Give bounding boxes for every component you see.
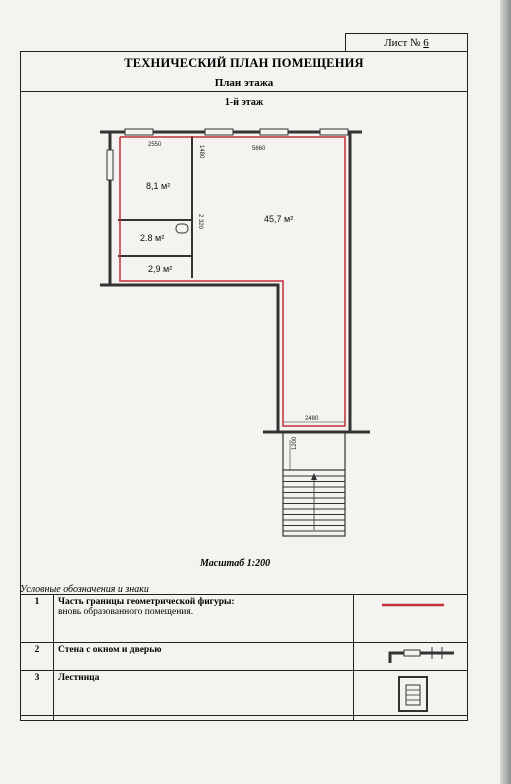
legend-row-title: Стена с окном и дверью bbox=[58, 645, 162, 655]
dim-corridor: 2480 bbox=[305, 416, 319, 422]
legend-symbol-boundary bbox=[353, 594, 468, 643]
room-boundary bbox=[119, 136, 346, 427]
legend-table: 1 Часть границы геометрической фигуры: в… bbox=[20, 594, 468, 721]
legend-row-text: Лестница bbox=[53, 670, 354, 721]
area-room-1: 8,1 м² bbox=[146, 181, 170, 191]
legend-row-title: Лестница bbox=[58, 673, 100, 683]
plan-partitions bbox=[118, 136, 193, 278]
legend-row-text: Стена с окном и дверью bbox=[53, 642, 354, 671]
dim-stair: 1200 bbox=[292, 436, 298, 450]
plan-windows bbox=[106, 128, 349, 181]
stair-arrow-head bbox=[311, 473, 317, 480]
legend-row: 1 Часть границы геометрической фигуры: в… bbox=[20, 594, 468, 643]
page-edge bbox=[500, 0, 511, 784]
legend-row-title: Часть границы геометрической фигуры: bbox=[58, 597, 235, 607]
legend-row: 3 Лестница bbox=[20, 670, 468, 721]
dim-partition-1: 1480 bbox=[198, 145, 204, 159]
area-room-3: 2,9 м² bbox=[148, 264, 172, 274]
legend-symbol-stair bbox=[353, 670, 468, 721]
legend-caption: Условные обозначения и знаки bbox=[20, 584, 149, 595]
area-room-2: 2.8 м² bbox=[140, 233, 164, 243]
sheet-number: 6 bbox=[423, 37, 429, 49]
legend-row-number: 1 bbox=[20, 594, 54, 643]
dim-top-right: 5660 bbox=[252, 146, 266, 152]
legend-row-detail: вновь образованного помещения. bbox=[58, 607, 194, 617]
legend-row-number: 2 bbox=[20, 642, 54, 671]
plan-walls bbox=[100, 130, 370, 434]
document-subtitle: План этажа bbox=[214, 77, 274, 89]
legend-symbol-wall bbox=[353, 642, 468, 671]
legend-row-text: Часть границы геометрической фигуры: вно… bbox=[53, 594, 354, 643]
sheet-number-box: Лист № 6 bbox=[345, 33, 468, 52]
sheet-number-label: Лист № bbox=[384, 37, 421, 49]
legend-row: 2 Стена с окном и дверью bbox=[20, 642, 468, 671]
dim-top-left: 2550 bbox=[148, 142, 162, 148]
floor-label: 1-й этаж bbox=[224, 97, 264, 108]
toilet-icon bbox=[175, 223, 189, 234]
title-divider bbox=[20, 91, 468, 92]
plan-scale: Масштаб 1:200 bbox=[200, 558, 271, 569]
legend-row-number: 3 bbox=[20, 670, 54, 721]
document-title: ТЕХНИЧЕСКИЙ ПЛАН ПОМЕЩЕНИЯ bbox=[124, 56, 364, 70]
area-main-room: 45,7 м² bbox=[264, 214, 293, 224]
dim-partition-2: 2 320 bbox=[197, 214, 203, 230]
